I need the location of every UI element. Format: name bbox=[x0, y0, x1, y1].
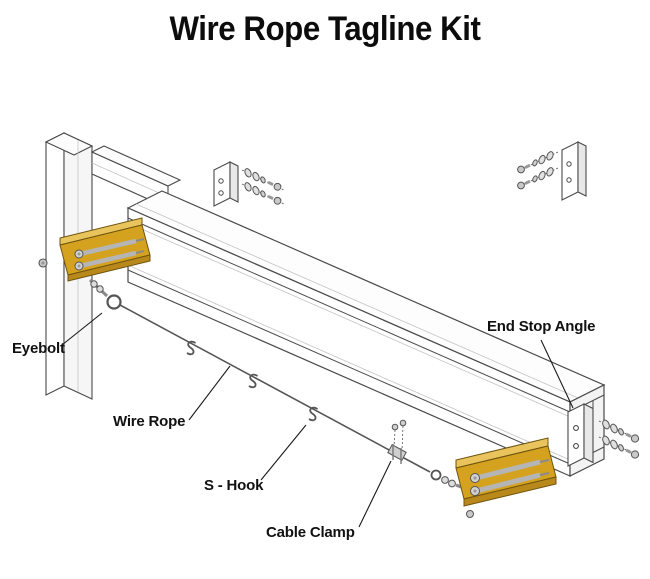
cable-clamp bbox=[387, 419, 407, 464]
s-hook-3 bbox=[308, 406, 318, 422]
s-hook-1 bbox=[186, 340, 196, 356]
hardware-left-endstop bbox=[213, 161, 285, 207]
hardware-end-stop-right bbox=[598, 419, 640, 459]
leader-lines bbox=[61, 312, 574, 528]
label-wire-rope: Wire Rope bbox=[113, 413, 186, 430]
end-stop-angle bbox=[567, 403, 594, 467]
label-end-stop-angle: End Stop Angle bbox=[487, 318, 596, 335]
leader-end-stop-angle bbox=[540, 339, 574, 409]
label-s-hook: S - Hook bbox=[204, 477, 264, 494]
beam-clamp-left bbox=[59, 217, 151, 282]
wire-rope bbox=[119, 304, 431, 473]
label-cable-clamp: Cable Clamp bbox=[266, 524, 355, 541]
beam-clamp-right bbox=[455, 437, 557, 518]
page-title: Wire Rope Tagline Kit bbox=[169, 10, 481, 48]
leader-cable-clamp bbox=[358, 460, 392, 528]
leader-wire-rope bbox=[188, 365, 231, 421]
s-hook-2 bbox=[248, 373, 258, 389]
s-hooks bbox=[186, 340, 318, 422]
hardware-right-top bbox=[517, 141, 587, 201]
eyebolt-left bbox=[88, 278, 122, 310]
label-eyebolt: Eyebolt bbox=[12, 340, 65, 357]
leader-s-hook bbox=[260, 424, 307, 481]
leader-eyebolt bbox=[61, 312, 103, 346]
